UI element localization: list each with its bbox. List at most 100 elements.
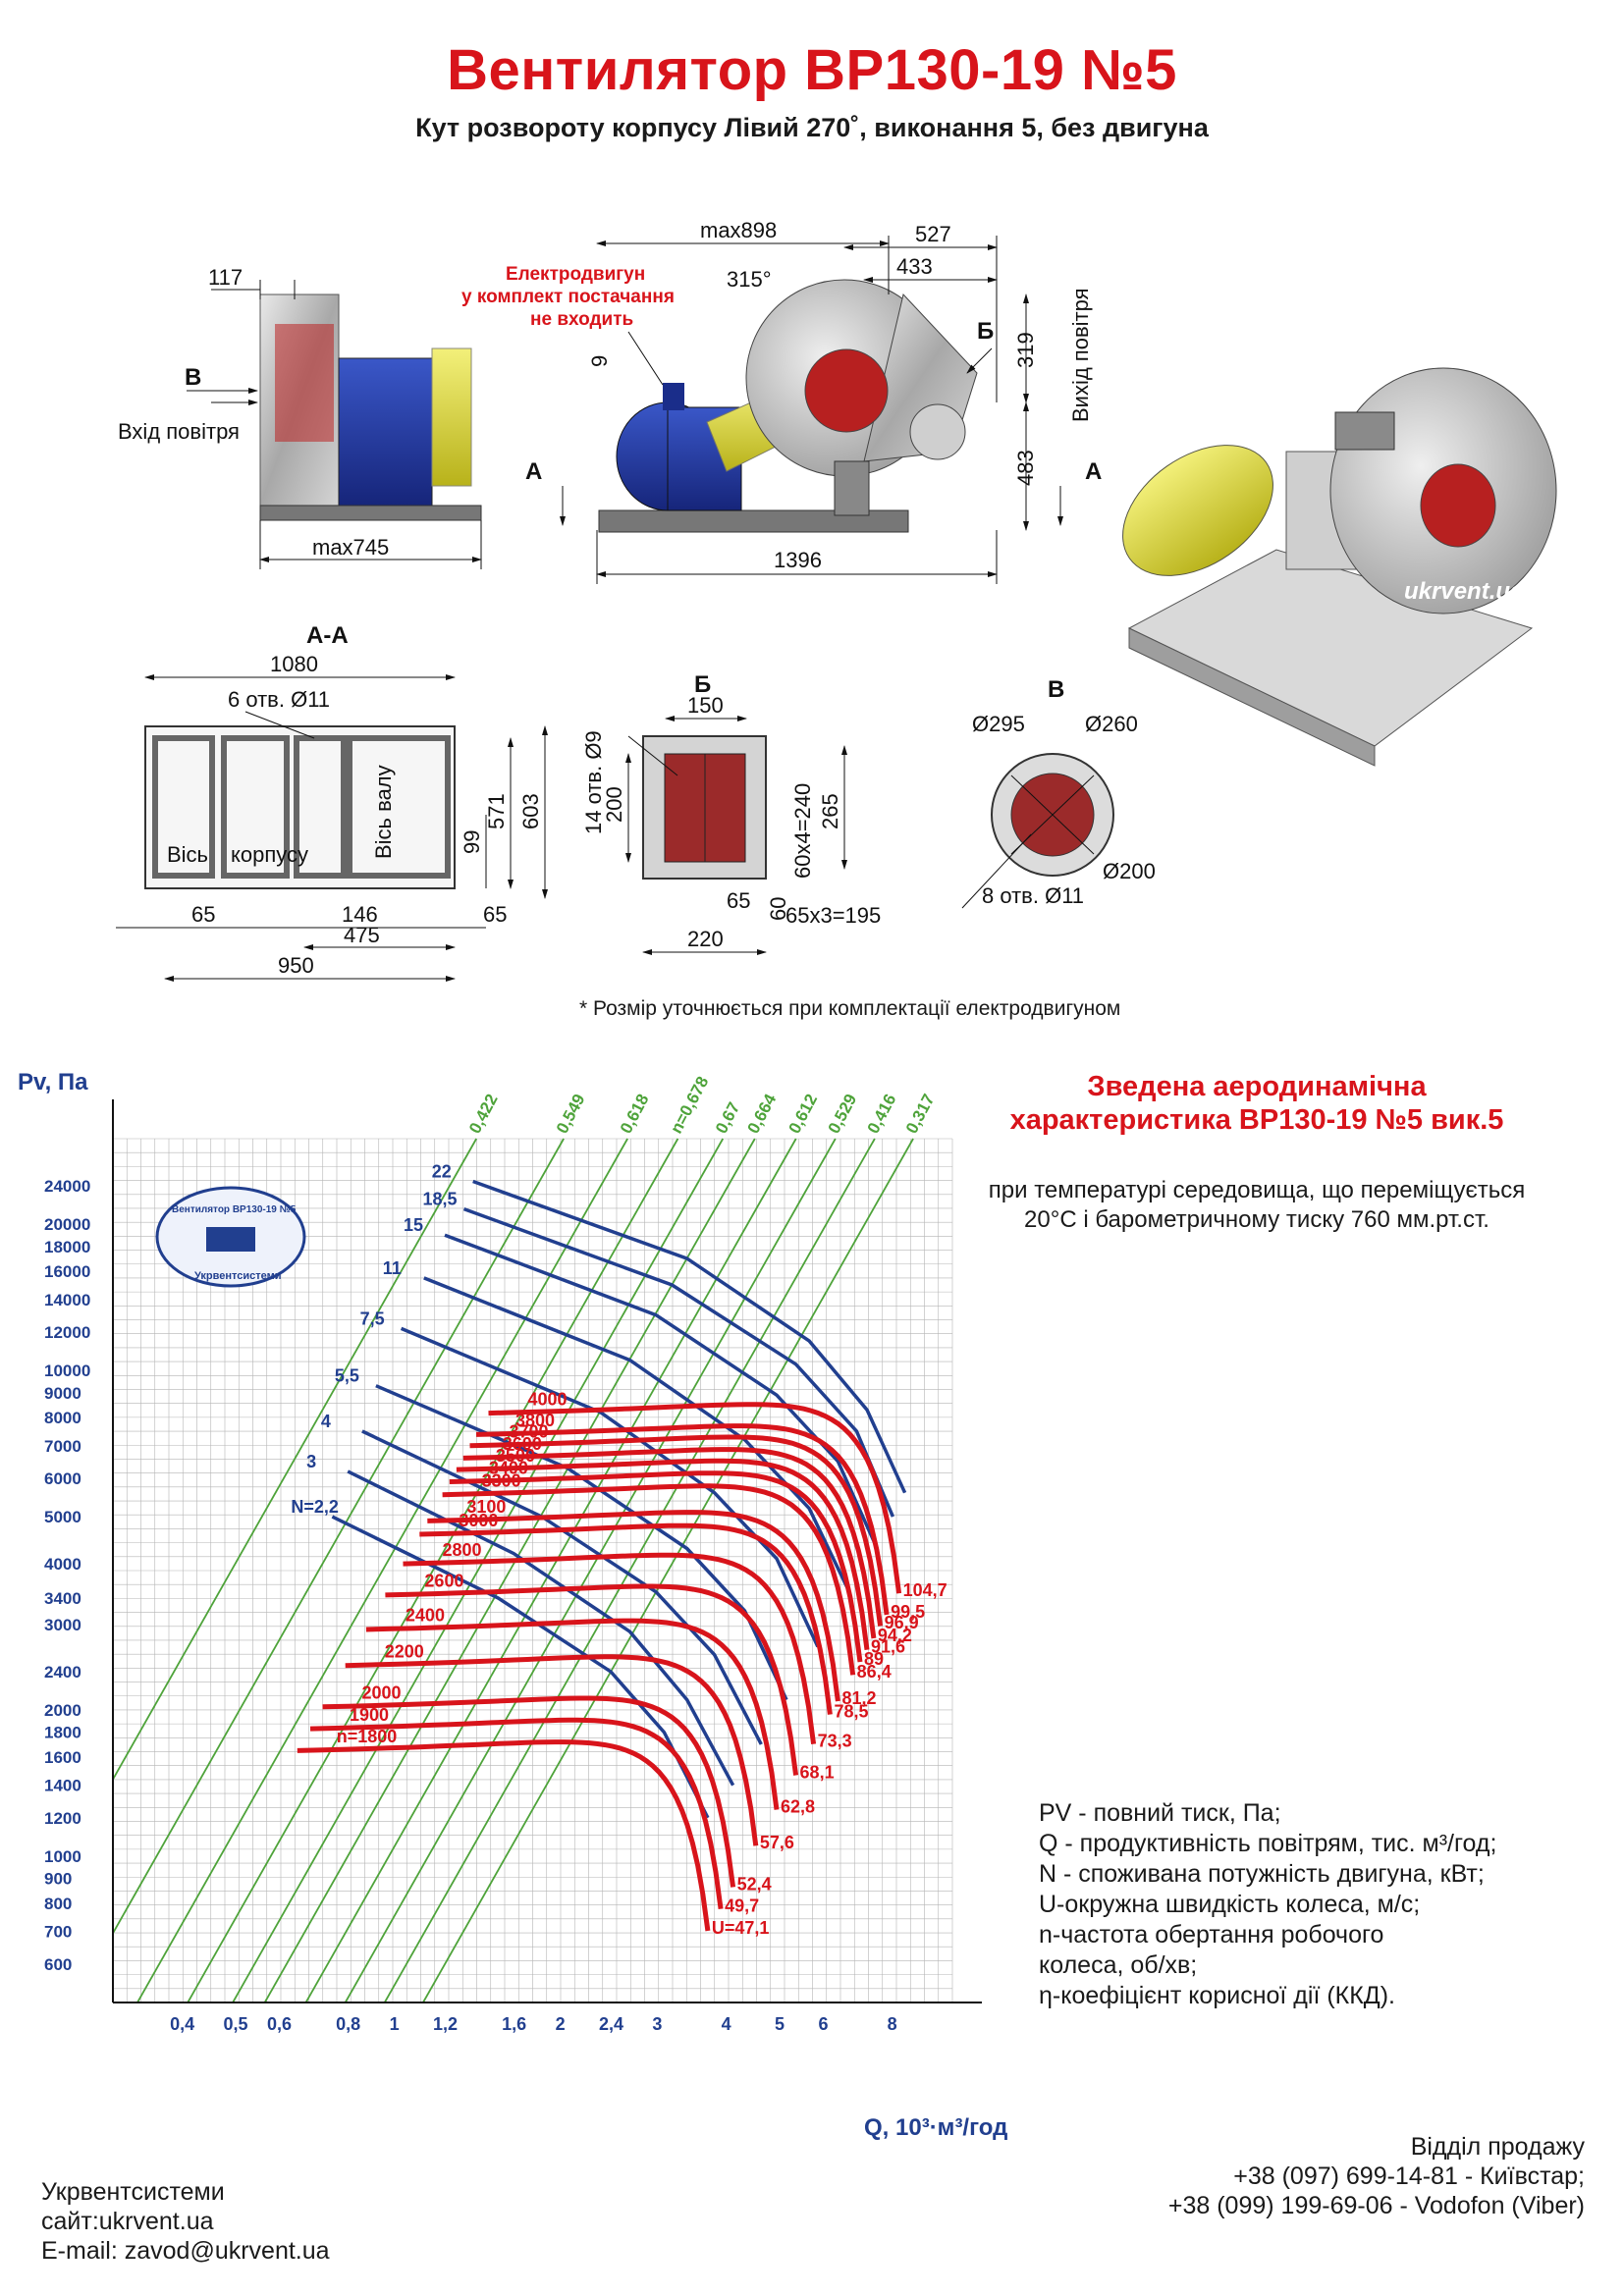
efficiency-label: 0,317 (902, 1091, 939, 1136)
x-tick-label: 3 (652, 2014, 662, 2034)
angle-315: 315° (727, 267, 772, 292)
efficiency-line (383, 1138, 876, 2003)
x-tick-label: 0,6 (267, 2014, 292, 2034)
section-aa-title: А-А (306, 622, 349, 649)
dim-475: 475 (344, 923, 380, 947)
tip-speed-label: 81,2 (841, 1688, 876, 1708)
x-tick-label: 1,6 (502, 2014, 526, 2034)
speed-curve (385, 1583, 799, 1776)
speed-curve (456, 1458, 870, 1651)
y-tick-label: 18000 (44, 1238, 90, 1256)
tip-speed-label: 94,2 (878, 1626, 912, 1645)
speed-curve (449, 1470, 863, 1663)
efficiency-line (112, 1138, 477, 1781)
speed-label: 1900 (350, 1705, 389, 1725)
dim-950: 950 (278, 953, 314, 978)
phone-vodafone[interactable]: +38 (099) 199-69-06 - Vodofon (Viber) (1167, 2192, 1585, 2219)
power-label: 3 (306, 1452, 316, 1471)
dim-220: 220 (687, 927, 724, 951)
y-axis-label: Pv, Па (18, 1069, 88, 1095)
section-a-left: А (525, 458, 542, 485)
email-link[interactable]: E-mail: zavod@ukrvent.ua (41, 2237, 330, 2265)
y-tick-label: 800 (44, 1895, 72, 1913)
dim-195: 65x3=195 (785, 903, 881, 928)
dim-60: 60 (766, 897, 790, 921)
y-tick-label: 3400 (44, 1589, 81, 1608)
dim-483: 483 (1013, 450, 1038, 486)
sales-title: Відділ продажу (1410, 2133, 1585, 2161)
y-tick-label: 1200 (44, 1809, 81, 1828)
power-label: 15 (404, 1215, 423, 1235)
speed-curve (297, 1739, 711, 1932)
tip-speed-label: 104,7 (903, 1580, 947, 1600)
speed-curves: n=1800U=47,1190049,7200052,4220057,62400… (297, 1389, 947, 1938)
dim-max898: max898 (700, 218, 777, 242)
efficiency-line (136, 1138, 628, 2003)
x-tick-label: 2 (556, 2014, 566, 2034)
x-tick-label: 2,4 (599, 2014, 623, 2034)
holes-b: 14 отв. Ø9 (581, 730, 606, 834)
legend-line: PV - повний тиск, Па; (1039, 1799, 1281, 1827)
legend-line: η-коефіцієнт корисної дії (ККД). (1039, 1982, 1395, 2009)
dim-99: 99 (460, 830, 484, 854)
chart-logo: Вентилятор ВР130-19 №5 Укрвентсистеми (155, 1186, 306, 1288)
speed-curve (365, 1618, 780, 1810)
front-view: max898 527 433 315° Електродвигун у комп… (461, 218, 1102, 584)
speed-curve (427, 1510, 840, 1702)
tip-speed-label: 52,4 (737, 1874, 772, 1894)
power-label: 22 (432, 1162, 452, 1182)
y-tick-label: 1600 (44, 1748, 81, 1767)
dim-150: 150 (687, 693, 724, 718)
y-tick-label: 1000 (44, 1847, 81, 1866)
arrow-b-label: Б (977, 318, 994, 345)
site-link[interactable]: сайт:ukrvent.ua (41, 2208, 214, 2235)
power-curve (423, 1276, 851, 1593)
footnote: * Розмір уточнюється при комплектації ел… (579, 997, 1121, 1020)
y-tick-label: 600 (44, 1955, 72, 1974)
page-subtitle: Кут розвороту корпусу Лівий 270˚, викона… (415, 113, 1209, 142)
tip-speed-label: 49,7 (725, 1896, 759, 1916)
power-label: 7,5 (360, 1308, 385, 1328)
tip-speed-label: 91,6 (871, 1637, 905, 1657)
y-tick-label: 7000 (44, 1437, 81, 1456)
efficiency-label: 0,529 (825, 1091, 861, 1136)
phone-kyivstar[interactable]: +38 (097) 699-14-81 - Київстар; (1233, 2163, 1585, 2190)
tip-speed-label: 78,5 (834, 1701, 868, 1721)
speed-curve (345, 1654, 759, 1846)
efficiency-label: 0,664 (744, 1091, 781, 1137)
section-a-right: А (1085, 458, 1102, 485)
y-tick-label: 2400 (44, 1663, 81, 1682)
dim-1396: 1396 (774, 548, 822, 572)
dim-433: 433 (896, 254, 933, 279)
x-tick-label: 1 (390, 2014, 400, 2034)
motor-note-line3: не входить (530, 309, 633, 330)
power-label: 5,5 (335, 1366, 359, 1386)
speed-curve (442, 1483, 856, 1676)
x-tick-label: 0,8 (336, 2014, 360, 2034)
y-tick-label: 14000 (44, 1291, 90, 1309)
speed-label: 4000 (527, 1389, 567, 1409)
power-curve (472, 1179, 907, 1494)
page-title: Вентилятор ВР130-19 №5 (447, 38, 1177, 102)
y-tick-label: 700 (44, 1923, 72, 1942)
speed-curve (403, 1552, 817, 1745)
section-v-title: В (1048, 676, 1064, 703)
dim-265: 265 (818, 793, 842, 829)
y-tick-label: 6000 (44, 1469, 81, 1488)
legend-line: колеса, об/хв; (1039, 1951, 1198, 1979)
speed-label: 3800 (515, 1411, 555, 1430)
section-aa: А-А 1080 6 отв. Ø11 Вісь корпусу Вісь ва… (116, 622, 548, 982)
legend-line: N - споживана потужність двигуна, кВт; (1039, 1860, 1485, 1888)
power-label: 11 (383, 1258, 402, 1278)
x-tick-label: 5 (775, 2014, 785, 2034)
section-b-title: Б (694, 671, 711, 698)
legend-line: n-частота обертання робочого (1039, 1921, 1384, 1949)
d260: Ø260 (1085, 712, 1138, 736)
efficiency-label: 0,549 (553, 1091, 589, 1136)
efficiency-line (344, 1138, 837, 2003)
efficiency-line (263, 1138, 756, 2003)
legend-line: U-окружна швидкість колеса, м/с; (1039, 1891, 1421, 1918)
efficiency-label: 0,67 (712, 1099, 743, 1137)
y-tick-label: 9000 (44, 1384, 81, 1403)
